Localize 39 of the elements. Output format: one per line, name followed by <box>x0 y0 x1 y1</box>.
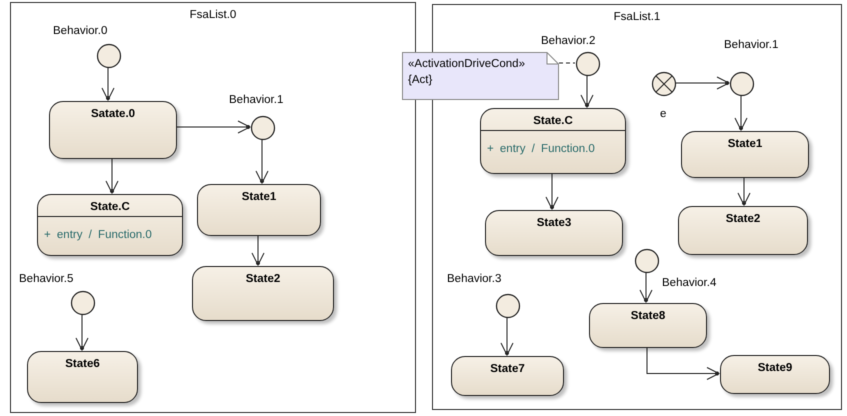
state-box <box>480 108 626 174</box>
behavior-label: Behavior.5 <box>19 273 74 285</box>
dashed-connector <box>558 62 576 64</box>
state-box <box>27 351 138 403</box>
behavior-label: Behavior.2 <box>541 35 596 47</box>
state-box <box>485 210 623 256</box>
state-box <box>681 131 809 178</box>
state-box <box>451 356 564 396</box>
exit-point-label: e <box>660 108 666 120</box>
entry-action: + entry / Function.0 <box>486 142 596 155</box>
behavior-label: Behavior.1 <box>724 39 778 51</box>
state-name: State9 <box>756 361 794 374</box>
state-box <box>37 194 183 256</box>
state-box <box>678 206 808 255</box>
behavior-label: Behavior.4 <box>662 277 716 289</box>
state-name: State2 <box>244 272 282 285</box>
frame-title: FsaList.0 <box>188 9 238 21</box>
state-box <box>197 184 321 236</box>
state-name: State6 <box>64 357 101 370</box>
state-box <box>49 101 177 159</box>
state-name: State2 <box>724 212 762 225</box>
constraint-text: {Act} <box>408 74 432 86</box>
state-name: State8 <box>630 309 666 322</box>
state-name: State.C <box>481 109 625 131</box>
state-name: State.C <box>38 195 182 217</box>
state-box <box>589 303 707 348</box>
state-name: State3 <box>536 216 572 229</box>
state-box <box>192 266 334 321</box>
state-name: Satate.0 <box>90 107 136 120</box>
state-name: State1 <box>726 137 764 150</box>
frame-title: FsaList.1 <box>612 11 662 23</box>
behavior-label: Behavior.0 <box>53 25 108 37</box>
behavior-label: Behavior.1 <box>229 94 284 106</box>
state-name: State1 <box>240 190 278 203</box>
entry-action: + entry / Function.0 <box>43 228 153 241</box>
behavior-label: Behavior.3 <box>447 273 502 285</box>
state-name: State7 <box>489 362 526 375</box>
stereotype-text: «ActivationDriveCond» <box>408 58 525 70</box>
state-box <box>720 355 830 394</box>
